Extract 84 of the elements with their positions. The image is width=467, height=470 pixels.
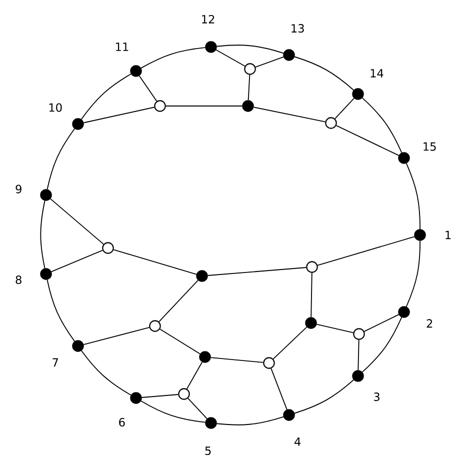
rim-arc — [216, 44, 284, 54]
vertex — [325, 117, 337, 129]
vertex — [242, 100, 254, 112]
vertex — [283, 49, 295, 61]
vertex-label: 8 — [16, 276, 22, 284]
vertex — [306, 261, 318, 273]
rim-arc — [294, 56, 354, 91]
rim-arc — [294, 379, 354, 414]
vertex — [130, 392, 142, 404]
edge-line — [317, 236, 415, 266]
vertex-label: 13 — [292, 24, 304, 33]
edge-line — [141, 394, 179, 398]
vertex — [205, 41, 217, 53]
vertex-label: 7 — [52, 358, 58, 367]
vertex-label: 10 — [49, 103, 62, 112]
edge-line — [216, 49, 246, 67]
vertex — [72, 118, 84, 130]
vertex — [40, 189, 52, 201]
vertex-label: 5 — [205, 446, 211, 456]
vertex-label: 1 — [446, 230, 451, 240]
rim-arc — [140, 47, 206, 69]
vertex-label: 12 — [202, 14, 214, 24]
vertex — [244, 63, 256, 75]
edge-line — [270, 368, 288, 410]
rim-arc — [46, 279, 76, 342]
rim-arc — [46, 128, 75, 190]
edge-line — [364, 314, 400, 332]
vertex — [199, 351, 211, 363]
edge-line — [50, 250, 104, 272]
vertex — [196, 270, 208, 282]
vertex-label: 11 — [116, 42, 128, 51]
edge-line — [207, 267, 307, 276]
edge-line — [248, 74, 250, 101]
vertex-label: 9 — [16, 184, 22, 194]
rim-arc — [40, 200, 46, 269]
rim-arc — [406, 162, 420, 230]
rim-arc — [81, 350, 132, 396]
vertex-label: 6 — [119, 418, 125, 426]
edge-line — [334, 98, 354, 120]
edge-line — [310, 272, 312, 318]
vertex — [353, 328, 365, 340]
vertex — [154, 100, 166, 112]
edge-line — [83, 327, 150, 345]
vertex — [263, 357, 275, 369]
rim-arc — [216, 416, 284, 426]
edge-line — [186, 362, 203, 390]
edge-line — [210, 357, 264, 363]
edge-line — [336, 125, 400, 156]
edge-line — [83, 106, 155, 124]
rim-arc — [362, 316, 402, 373]
edge-line — [158, 280, 198, 322]
edge-line — [113, 249, 197, 275]
vertex-label: 3 — [374, 392, 380, 402]
edge-line — [160, 328, 200, 354]
edge-line — [272, 326, 308, 360]
edge-line — [50, 198, 104, 245]
vertex — [102, 242, 114, 254]
vertex — [398, 306, 410, 318]
vertex — [130, 65, 142, 77]
edge-line — [316, 324, 354, 334]
vertex-label: 4 — [294, 438, 301, 446]
rim-arc — [140, 400, 206, 423]
vertex — [398, 152, 410, 164]
vertex — [149, 320, 161, 332]
vertex-label: 2 — [426, 319, 432, 328]
vertex — [178, 388, 190, 400]
edge-line — [255, 56, 284, 68]
vertex-label: 14 — [370, 69, 384, 78]
vertex-label: 15 — [424, 142, 436, 151]
vertex — [40, 268, 52, 280]
rim-arc — [362, 97, 402, 154]
vertex — [205, 417, 217, 429]
vertex — [352, 370, 364, 382]
edge-line — [253, 106, 326, 122]
edge-line — [138, 75, 158, 102]
vertex — [352, 88, 364, 100]
vertex — [283, 409, 295, 421]
edge-line — [188, 398, 208, 420]
vertex — [414, 229, 426, 241]
vertex — [72, 340, 84, 352]
rim-arc — [80, 74, 132, 120]
edge-line — [358, 339, 360, 371]
rim-arc — [406, 240, 420, 308]
vertex — [305, 317, 317, 329]
